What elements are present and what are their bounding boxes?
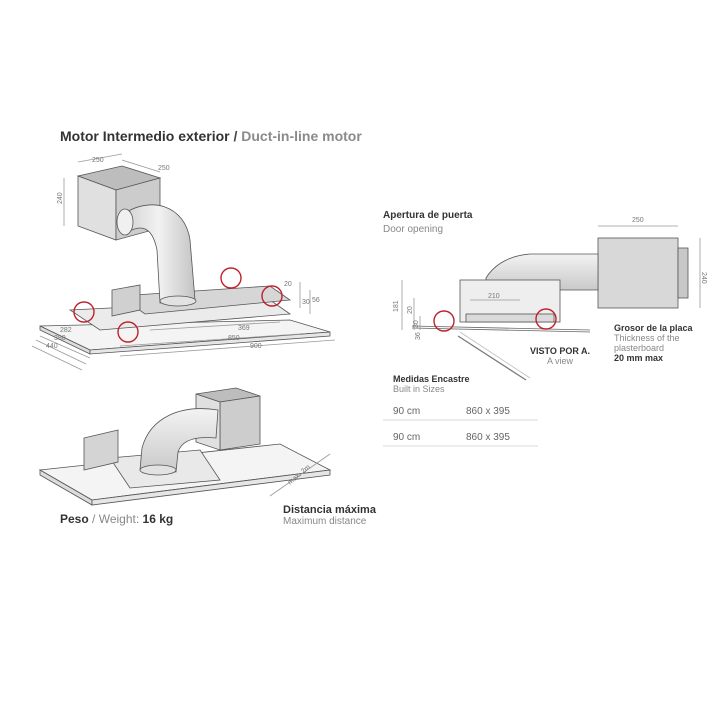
- side-dim-250: 250: [632, 217, 644, 224]
- dim-282: 282: [60, 327, 72, 334]
- built-in-row-2-dims: 860 x 395: [466, 432, 510, 443]
- max-distance-en: Maximum distance: [283, 516, 367, 527]
- door-opening-en: Door opening: [383, 224, 444, 235]
- highlight-circles-side: [433, 308, 557, 332]
- built-in-row-1-dims: 860 x 395: [466, 406, 510, 417]
- dim-900: 900: [250, 343, 262, 350]
- dim-240: 240: [57, 192, 64, 204]
- dim-56: 56: [312, 297, 320, 304]
- isometric-unit-top: [31, 153, 336, 371]
- dim-250-a: 250: [92, 157, 104, 164]
- dim-380: 380: [54, 335, 66, 342]
- plasterboard-max: 20 mm max: [614, 353, 664, 363]
- dim-30: 30: [302, 299, 310, 306]
- weight-en: Weight:: [98, 512, 140, 526]
- title-spanish: Motor Intermedio exterior: [60, 128, 230, 144]
- side-dim-210: 210: [488, 293, 500, 300]
- view-a-label: VISTO POR A. A view: [530, 346, 590, 366]
- weight-es: Peso: [60, 512, 89, 526]
- built-in-es: Medidas Encastre: [393, 374, 470, 384]
- max-distance-es: Distancia máxima: [283, 504, 376, 516]
- dim-20: 20: [284, 281, 292, 288]
- side-dim-30: 30: [413, 320, 420, 328]
- dim-369: 369: [238, 325, 250, 332]
- weight-label: Peso / Weight: 16 kg: [60, 512, 173, 526]
- plasterboard-en-2: plasterboard: [614, 343, 665, 353]
- max-distance-label: Distancia máxima Maximum distance: [283, 504, 376, 527]
- side-dim-240: 240: [700, 272, 707, 284]
- built-in-row-1-size: 90 cm: [393, 406, 421, 417]
- side-dim-181: 181: [393, 300, 400, 312]
- isometric-installation: [38, 387, 332, 506]
- dim-850: 850: [228, 335, 240, 342]
- plasterboard-label: Grosor de la placa Thickness of the plas…: [614, 323, 693, 363]
- highlight-circles-top: [73, 267, 283, 343]
- dim-440: 440: [46, 343, 58, 350]
- title-english: Duct-in-line motor: [241, 128, 362, 144]
- side-dim-36: 36: [415, 332, 422, 340]
- door-opening-es: Apertura de puerta: [383, 210, 473, 221]
- page-title: Motor Intermedio exterior / Duct-in-line…: [60, 128, 362, 144]
- weight-separator: /: [92, 512, 96, 526]
- door-opening-label: Apertura de puerta Door opening: [383, 210, 472, 235]
- side-elevation: [401, 225, 701, 381]
- side-dim-20: 20: [407, 306, 414, 314]
- view-a-en: A view: [547, 356, 574, 366]
- built-in-label: Medidas Encastre Built in Sizes: [393, 374, 470, 394]
- plasterboard-en-1: Thickness of the: [614, 333, 680, 343]
- weight-value: 16 kg: [142, 512, 174, 526]
- dim-250-b: 250: [158, 165, 170, 172]
- built-in-row-2-size: 90 cm: [393, 432, 421, 443]
- plasterboard-es: Grosor de la placa: [614, 323, 693, 333]
- built-in-en: Built in Sizes: [393, 384, 445, 394]
- view-a-es: VISTO POR A.: [530, 346, 591, 356]
- title-separator: /: [233, 128, 238, 144]
